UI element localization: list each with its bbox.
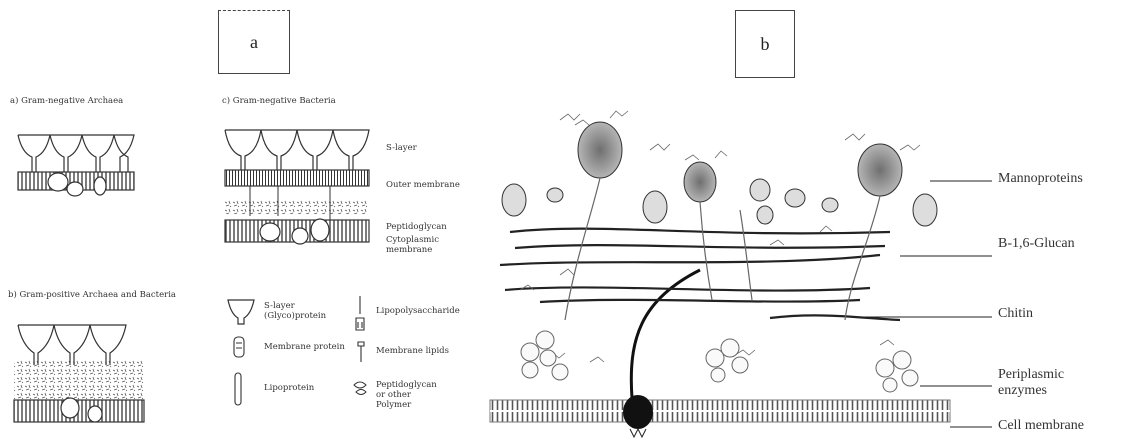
label-cell-membrane: Cell membrane [998, 418, 1084, 434]
label-periplasmic-enzymes: Periplasmic enzymes [998, 367, 1088, 399]
label-b-glucan: B-1,6-Glucan [998, 236, 1075, 252]
label-chitin: Chitin [998, 306, 1033, 322]
label-mannoproteins: Mannoproteins [998, 171, 1083, 187]
glucan-chitin-fibres [500, 229, 900, 320]
cell-membrane [490, 395, 950, 437]
mannoprotein-globules [502, 122, 937, 226]
periplasmic-enzyme-clusters [521, 331, 918, 392]
